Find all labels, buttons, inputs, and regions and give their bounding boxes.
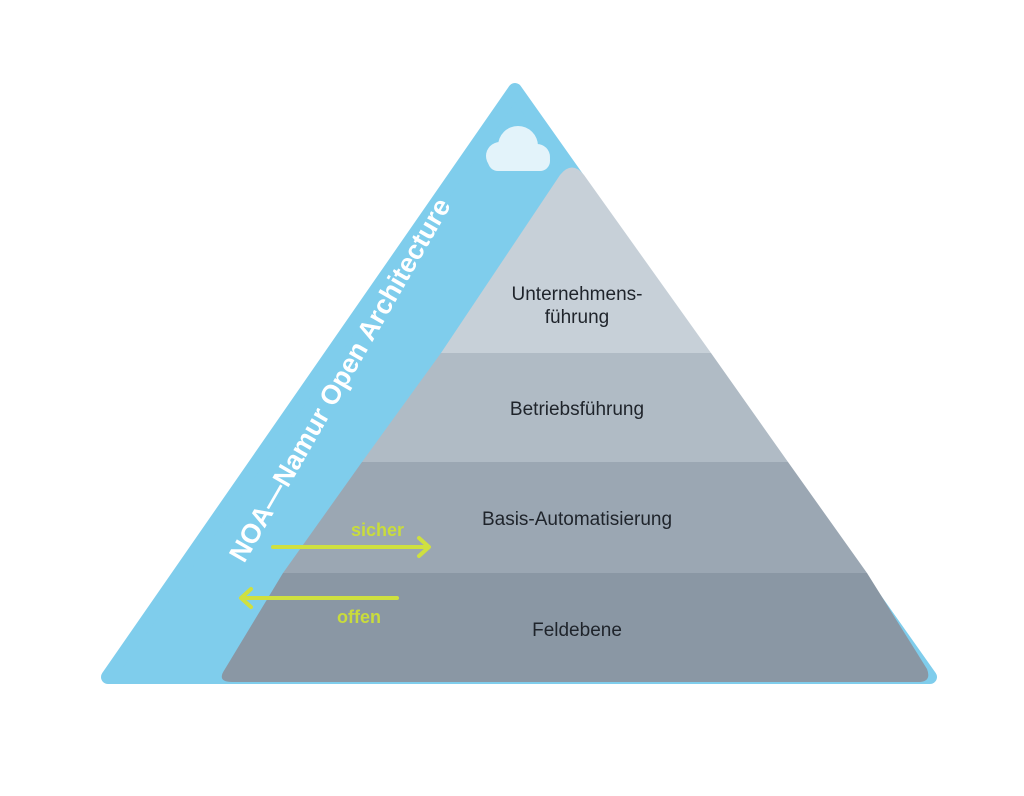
level-label-enterprise-line2: führung [544, 307, 610, 328]
open-label: offen [337, 607, 381, 627]
level-label-enterprise: Unternehmens- führung [447, 283, 707, 329]
level-label-enterprise-line1: Unternehmens- [511, 284, 643, 305]
level-1-shape [441, 167, 711, 353]
level-4-shape [221, 573, 929, 682]
level-label-operations: Betriebsführung [509, 399, 645, 420]
secure-label: sicher [351, 520, 405, 540]
level-2-shape [362, 353, 788, 462]
open-arrow [239, 587, 399, 609]
cloud-icon [486, 126, 550, 171]
secure-arrow [271, 536, 431, 558]
level-label-basic-automation: Basis-Automatisierung [481, 509, 673, 530]
level-label-field: Feldebene [532, 620, 622, 641]
